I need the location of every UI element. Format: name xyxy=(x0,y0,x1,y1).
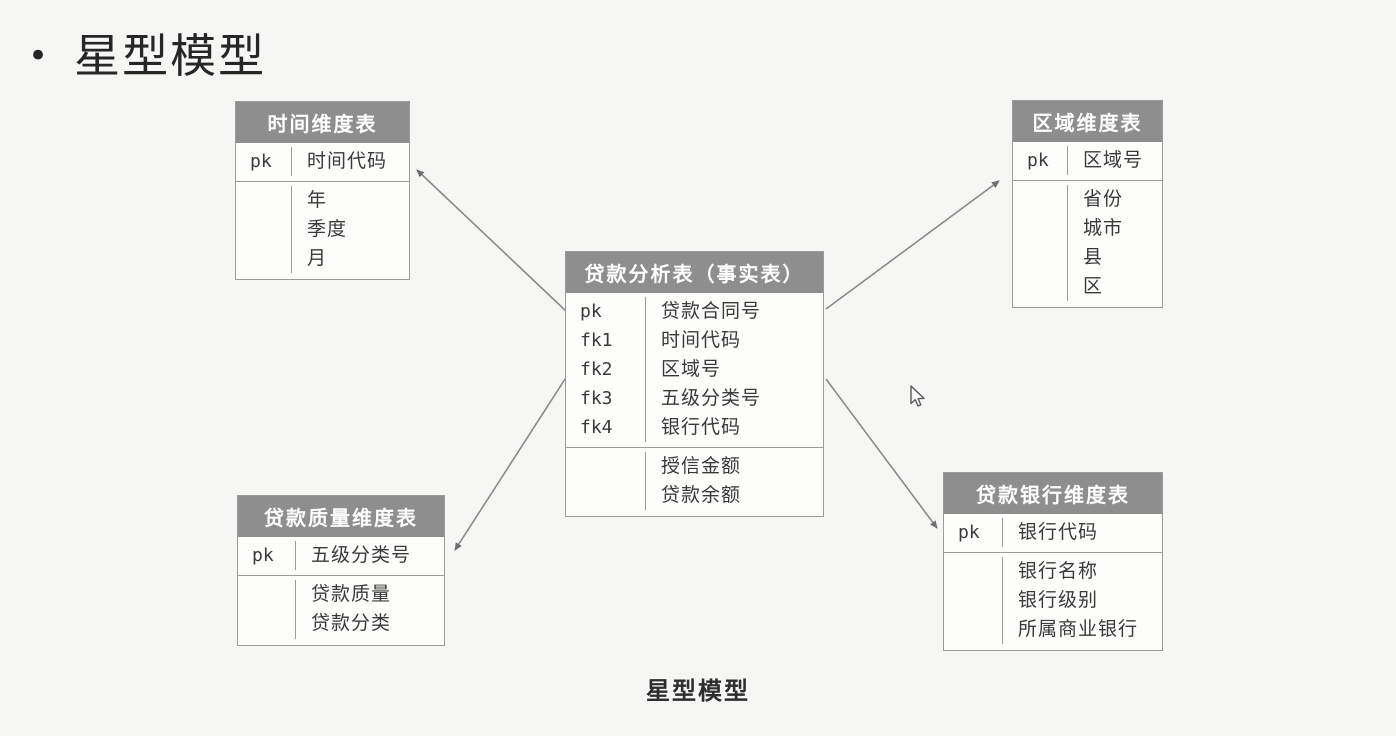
key-field: 银行代码 xyxy=(661,417,742,438)
attr-field: 贷款余额 xyxy=(661,485,742,506)
table-title: 贷款银行维度表 xyxy=(944,473,1162,514)
key-label: pk xyxy=(580,301,602,322)
table-attr-section: 授信金额 贷款余额 xyxy=(566,447,823,516)
table-title: 贷款分析表（事实表） xyxy=(566,252,823,293)
table-loan-bank-dimension: 贷款银行维度表 pk 银行代码 银行名称 银行级别 所属商业银行 xyxy=(943,472,1163,651)
key-label: fk3 xyxy=(580,388,613,409)
key-field: 五级分类号 xyxy=(661,388,762,409)
key-field: 时间代码 xyxy=(307,151,388,172)
key-label: pk xyxy=(958,522,980,543)
page-title: 星型模型 xyxy=(74,29,267,83)
attr-field: 季度 xyxy=(307,219,348,240)
attr-field: 所属商业银行 xyxy=(1018,619,1139,640)
key-label: pk xyxy=(250,151,272,172)
attr-field: 省份 xyxy=(1083,189,1124,210)
table-region-dimension: 区域维度表 pk 区域号 省份 城市 县 区 xyxy=(1012,100,1163,308)
attr-field: 县 xyxy=(1083,247,1104,268)
key-label: fk1 xyxy=(580,330,613,351)
table-key-section: pk 区域号 xyxy=(1013,142,1162,180)
key-field: 银行代码 xyxy=(1018,522,1099,543)
table-title: 时间维度表 xyxy=(236,102,409,143)
table-title: 区域维度表 xyxy=(1013,101,1162,142)
attr-field: 贷款分类 xyxy=(311,613,392,634)
attr-field: 授信金额 xyxy=(661,456,742,477)
table-attr-section: 省份 城市 县 区 xyxy=(1013,180,1162,307)
table-attr-section: 银行名称 银行级别 所属商业银行 xyxy=(944,552,1162,650)
table-attr-section: 贷款质量 贷款分类 xyxy=(238,575,444,645)
attr-field: 城市 xyxy=(1083,218,1124,239)
key-label: fk4 xyxy=(580,417,613,438)
attr-field: 贷款质量 xyxy=(311,584,392,605)
key-field: 五级分类号 xyxy=(311,545,412,566)
attr-field: 区 xyxy=(1083,276,1104,297)
table-attr-section: 年 季度 月 xyxy=(236,181,409,279)
arrow-fact-to-time xyxy=(416,169,568,313)
slide-title: • 星型模型 xyxy=(28,26,266,86)
table-key-section: pk 银行代码 xyxy=(944,514,1162,552)
attr-field: 月 xyxy=(307,248,328,269)
table-title: 贷款质量维度表 xyxy=(238,496,444,537)
table-key-section: pk 五级分类号 xyxy=(238,537,444,575)
diagram-caption: 星型模型 xyxy=(646,676,750,705)
arrow-fact-to-quality xyxy=(454,375,568,551)
key-field: 时间代码 xyxy=(661,330,742,351)
attr-field: 银行级别 xyxy=(1018,590,1099,611)
arrow-fact-to-bank xyxy=(825,378,938,529)
table-loan-quality-dimension: 贷款质量维度表 pk 五级分类号 贷款质量 贷款分类 xyxy=(237,495,445,646)
table-key-section: pk 时间代码 xyxy=(236,143,409,181)
key-field: 区域号 xyxy=(661,359,722,380)
attr-field: 银行名称 xyxy=(1018,561,1099,582)
key-label: pk xyxy=(252,545,274,566)
table-loan-fact: 贷款分析表（事实表） pk fk1 fk2 fk3 fk4 贷款合同号 时间代码… xyxy=(565,251,824,517)
mouse-cursor-icon xyxy=(910,385,925,407)
key-label: pk xyxy=(1027,150,1049,171)
attr-field: 年 xyxy=(307,190,328,211)
key-label: fk2 xyxy=(580,359,613,380)
table-key-section: pk fk1 fk2 fk3 fk4 贷款合同号 时间代码 区域号 五级分类号 … xyxy=(566,293,823,447)
key-field: 区域号 xyxy=(1083,150,1144,171)
table-time-dimension: 时间维度表 pk 时间代码 年 季度 月 xyxy=(235,101,410,280)
bullet-icon: • xyxy=(28,36,49,76)
arrow-fact-to-region xyxy=(825,180,1000,310)
key-field: 贷款合同号 xyxy=(661,301,762,322)
